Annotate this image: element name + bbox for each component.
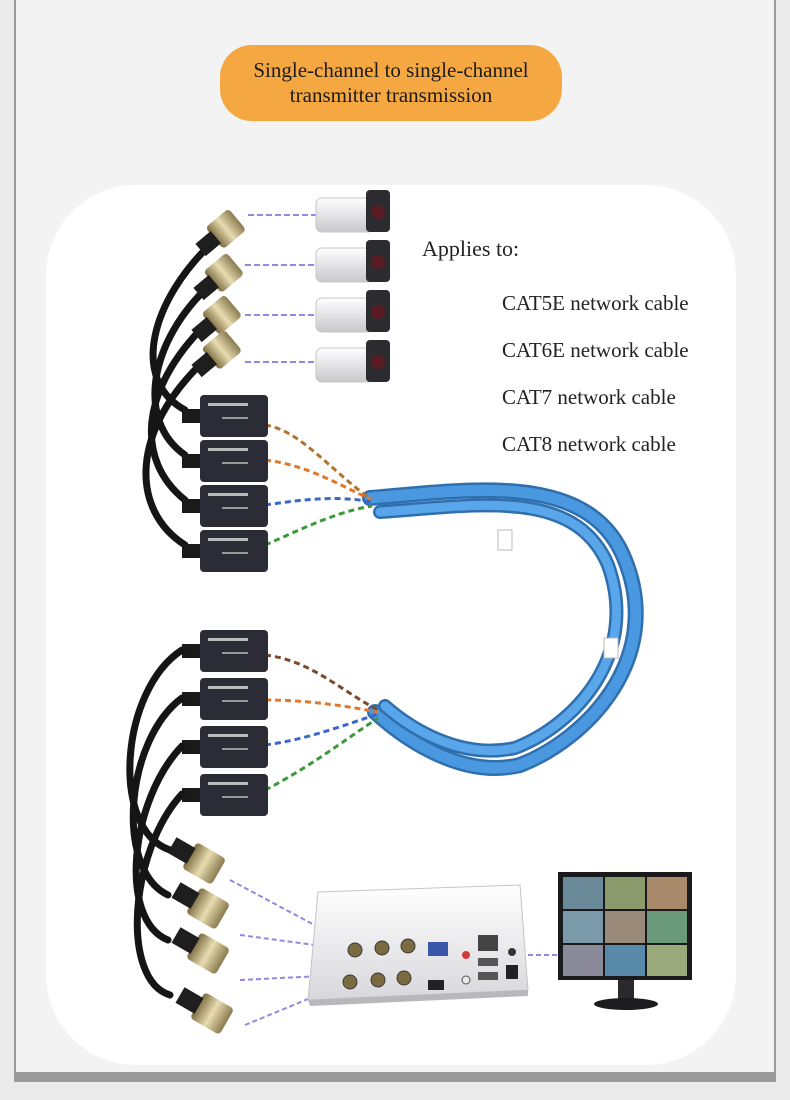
cable-type-item: CAT8 network cable — [502, 432, 676, 456]
camera-link-lines — [245, 214, 318, 363]
cable-type-item: CAT6E network cable — [502, 338, 689, 362]
title-banner: Single-channel to single-channel transmi… — [220, 45, 562, 121]
video-balun-transmitter-icon — [182, 395, 268, 572]
twisted-wires-top — [264, 423, 373, 547]
dvr-recorder-icon — [307, 884, 529, 1006]
cable-type-item: CAT5E network cable — [502, 291, 689, 315]
network-cable-icon — [362, 482, 644, 776]
monitor-icon — [558, 872, 692, 1010]
bnc-cables-bottom — [126, 646, 186, 999]
cable-type-list: CAT5E network cable CAT6E network cable … — [502, 290, 689, 478]
bnc-connector-icon — [167, 837, 233, 1034]
title-line-2: transmitter transmission — [289, 83, 493, 107]
cable-type-item: CAT7 network cable — [502, 385, 676, 409]
bnc-cables-top — [142, 236, 219, 549]
video-balun-transmitter-icon — [182, 630, 268, 816]
title-line-1: Single-channel to single-channel — [253, 58, 529, 82]
twisted-wires-bottom — [264, 653, 379, 792]
applies-heading: Applies to: — [422, 236, 520, 261]
bnc-connector-icon — [191, 210, 245, 378]
cctv-camera-icon — [315, 190, 390, 383]
